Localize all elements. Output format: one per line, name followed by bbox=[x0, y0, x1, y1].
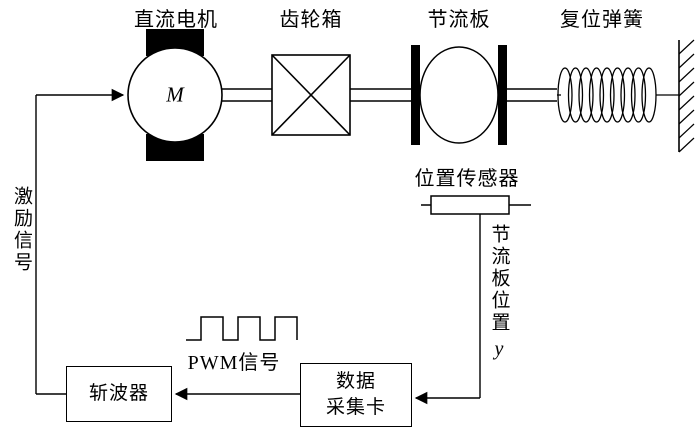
wall-hatching bbox=[678, 39, 695, 153]
gearbox-label: 齿轮箱 bbox=[279, 9, 343, 31]
excitation-signal-label: 激励信号 bbox=[11, 186, 32, 274]
gearbox-symbol bbox=[271, 54, 351, 136]
throttle-bar-right bbox=[498, 45, 507, 145]
chopper-label: 斩波器 bbox=[88, 383, 149, 405]
throttle-position-group: 节流板位置 y bbox=[487, 224, 511, 361]
position-sensor-label: 位置传感器 bbox=[414, 168, 520, 190]
motor-m-symbol: M bbox=[166, 82, 184, 107]
throttle-position-label: 节流板位置 bbox=[488, 224, 510, 334]
spring-coil bbox=[557, 67, 679, 123]
throttle-plate-label: 节流板 bbox=[427, 9, 491, 31]
sensor-feedback-wire bbox=[414, 214, 481, 405]
throttle-plate-ellipse bbox=[419, 46, 499, 144]
daq-label-line1: 数据 bbox=[335, 371, 376, 393]
excitation-wire bbox=[35, 88, 125, 395]
pwm-waveform bbox=[186, 316, 298, 341]
daq-box: 数据 采集卡 bbox=[300, 363, 412, 427]
throttle-bar-left bbox=[411, 45, 420, 145]
drive-shaft bbox=[222, 88, 557, 102]
return-spring-label: 复位弹簧 bbox=[560, 9, 644, 31]
throttle-position-var: y bbox=[494, 338, 504, 360]
pwm-signal-label: PWM信号 bbox=[187, 352, 281, 374]
position-sensor-symbol bbox=[421, 195, 531, 215]
daq-label-line2: 采集卡 bbox=[325, 397, 386, 418]
dc-motor-label: 直流电机 bbox=[134, 9, 218, 31]
motor-body bbox=[127, 47, 223, 143]
chopper-box: 斩波器 bbox=[66, 366, 172, 422]
